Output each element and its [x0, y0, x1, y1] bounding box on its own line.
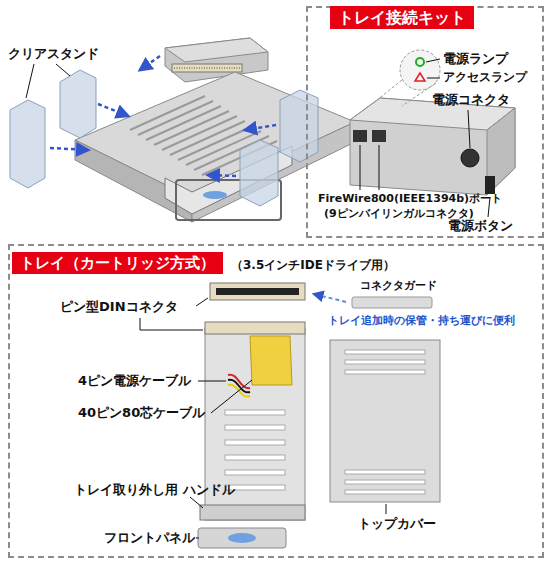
- blue-arrow: [50, 56, 276, 176]
- part-name: トップカバー: [358, 516, 436, 532]
- part-name: ピン型DINコネクタ: [60, 299, 178, 315]
- part-name: 電源コネクタ: [432, 92, 510, 108]
- kit-module: [165, 38, 268, 82]
- top-cover: [330, 340, 440, 502]
- part-name: フロントパネル: [104, 530, 195, 546]
- section-heading: トレイ（カートリッジ方式）: [12, 252, 223, 274]
- tray-enclosure: [75, 72, 355, 222]
- part-name: 40ピン80芯ケーブル: [78, 405, 205, 421]
- part-name: クリアスタンド: [8, 46, 99, 62]
- note-text: トレイ追加時の保管・持ち運びに便利: [328, 314, 515, 327]
- section-note: （3.5インチIDEドライブ用）: [231, 258, 395, 272]
- part-name: トレイ取り外し用 ハンドル: [74, 482, 235, 498]
- part-name: コネクタガード: [360, 279, 437, 292]
- clear-stand: [10, 70, 318, 206]
- leader-line: [26, 64, 70, 98]
- port-name: FireWire800(IEEE1394b)ポート: [318, 192, 502, 205]
- tray-panel: トレイ（カートリッジ方式） （3.5インチIDEドライブ用）: [8, 244, 544, 558]
- part-name: アクセスランプ: [443, 70, 527, 84]
- part-name: 電源ランプ: [443, 51, 508, 67]
- front-panel: [198, 528, 286, 548]
- din-connector: [210, 283, 305, 300]
- connector-guard: [314, 294, 432, 308]
- part-name: 4ピン電源ケーブル: [78, 373, 191, 389]
- section-heading: トレイ接続キット: [330, 6, 474, 29]
- part-name: 電源ボタン: [448, 218, 513, 234]
